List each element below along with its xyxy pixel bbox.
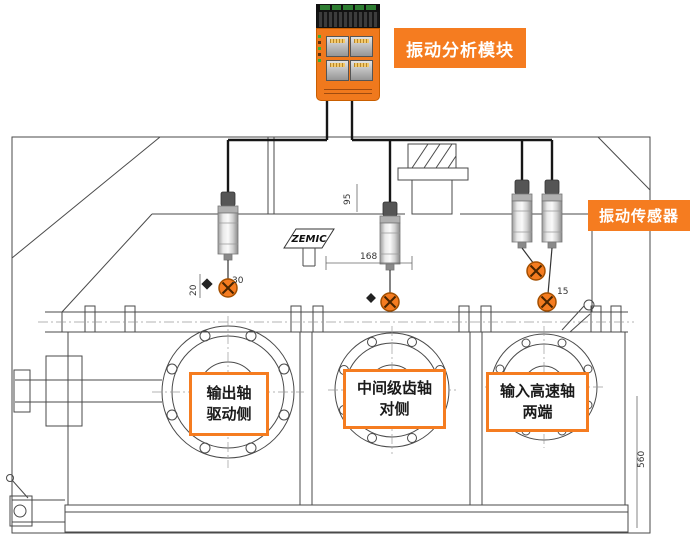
gearbox-housing-top [61, 137, 593, 332]
ethernet-ports [326, 36, 373, 81]
module-callout-label: 振动分析模块 [394, 28, 526, 68]
position-label-output-shaft: 输出轴 驱动侧 [189, 372, 269, 436]
position-label-intermediate-shaft: 中间级齿轴 对侧 [343, 369, 446, 429]
housing-split-flange [45, 305, 628, 333]
measurement-point-icon [526, 261, 546, 281]
position-label-line1: 输入高速轴 [499, 383, 575, 400]
vibration-sensor-output [217, 191, 239, 261]
output-shaft [13, 355, 162, 427]
ethernet-port-icon [326, 36, 349, 57]
terminal-block [316, 11, 380, 28]
terminal-connector-strip [316, 4, 380, 11]
ethernet-port-icon [350, 36, 373, 57]
vibration-sensor-intermediate [379, 201, 401, 271]
position-label-input-shaft: 输入高速轴 两端 [486, 372, 589, 432]
module-markings [324, 86, 372, 94]
gearbox-housing-lower [64, 332, 629, 533]
datum-symbol-icon [201, 278, 213, 290]
brand-text: ZEMIC [290, 234, 327, 245]
dimension-text: 560 [637, 451, 647, 468]
ethernet-port-icon [326, 60, 349, 81]
position-label-line2: 对侧 [379, 401, 410, 418]
datum-symbol-icon [366, 293, 376, 303]
sensor-cables [226, 96, 554, 203]
measurement-point-icon [537, 292, 557, 312]
dimension-text: 30 [232, 276, 244, 286]
vibration-module [316, 4, 380, 101]
dimension-text: 20 [189, 284, 199, 296]
vibration-sensor-input-1 [511, 179, 533, 249]
position-label-line2: 两端 [522, 404, 553, 421]
dimension-text: 168 [360, 252, 377, 262]
position-label-line2: 驱动侧 [206, 406, 252, 423]
oil-drain-valve [6, 474, 65, 527]
measurement-point-icon [380, 292, 400, 312]
sensor-callout-label: 振动传感器 [588, 200, 690, 231]
module-body [316, 28, 380, 101]
dimension-annotations: 95 168 20 30 15 560 [189, 184, 647, 528]
position-label-line1: 中间级齿轴 [356, 380, 432, 397]
dimension-text: 15 [557, 287, 568, 297]
position-label-line1: 输出轴 [206, 385, 252, 402]
drawing-border [11, 136, 651, 534]
load-cell-brand-tag: ZEMIC [283, 228, 335, 267]
vibration-sensor-input-2 [541, 179, 563, 249]
ethernet-port-icon [350, 60, 373, 81]
status-led-strip [318, 35, 321, 62]
dimension-text: 95 [343, 194, 353, 205]
